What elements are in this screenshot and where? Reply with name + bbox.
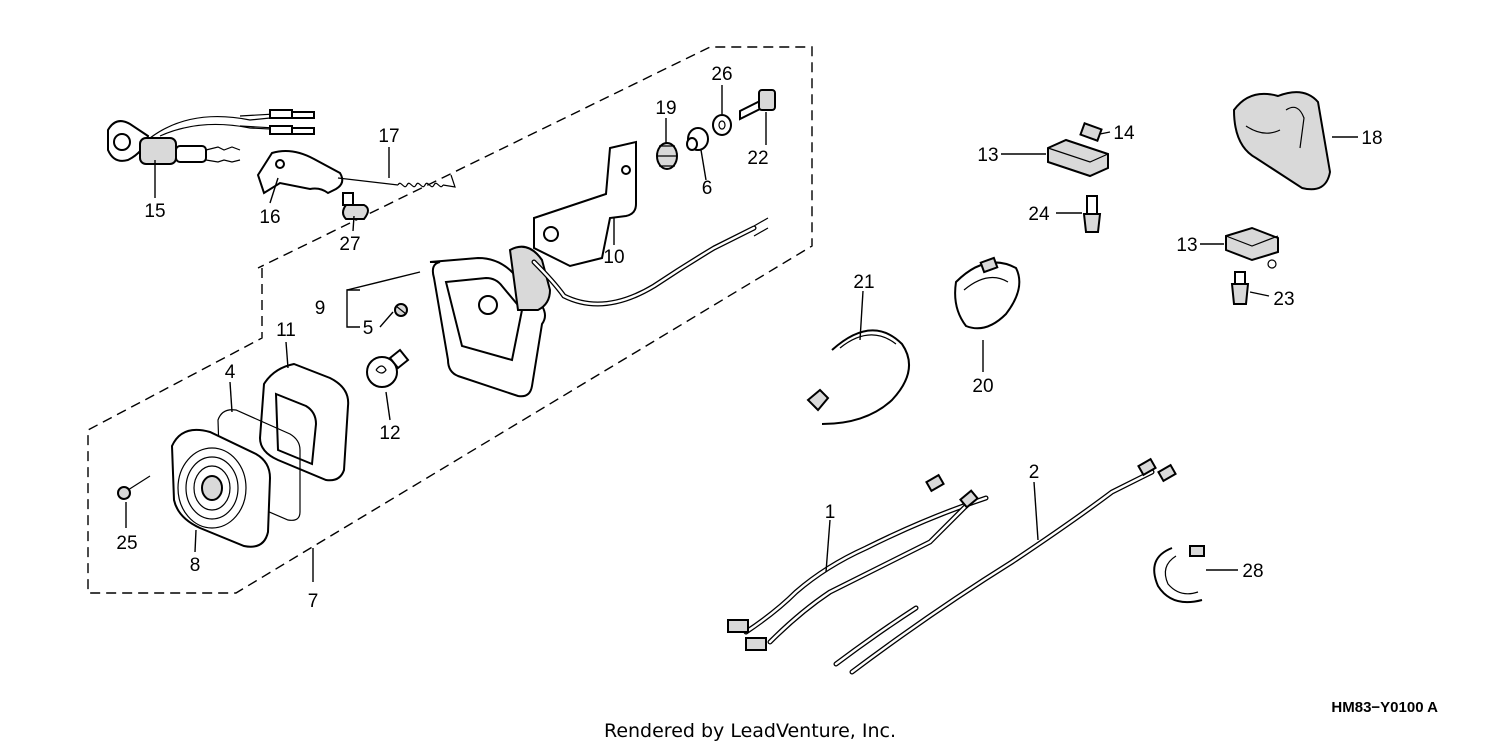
label-10: 10 xyxy=(603,247,624,268)
label-26: 26 xyxy=(711,64,732,85)
label-21: 21 xyxy=(853,272,874,293)
part-8-lens xyxy=(170,428,272,548)
label-13-upper: 13 xyxy=(977,145,998,166)
leader-lines xyxy=(125,85,1358,582)
part-20-band xyxy=(954,256,1021,330)
part-17-spring xyxy=(337,174,456,188)
label-15: 15 xyxy=(144,201,165,222)
part-19-grommet xyxy=(656,142,678,170)
label-6: 6 xyxy=(702,178,713,199)
label-4: 4 xyxy=(225,362,236,383)
label-23: 23 xyxy=(1273,289,1294,310)
footer-credit: Rendered by LeadVenture, Inc. xyxy=(604,720,896,742)
part-10-stay xyxy=(533,140,637,268)
part-13-relay-upper xyxy=(1047,138,1109,178)
part-16-switch-bracket xyxy=(256,150,344,195)
label-27: 27 xyxy=(339,234,360,255)
part-14-clip xyxy=(1079,122,1103,142)
drawing-code: HM83−Y0100 A xyxy=(1331,699,1438,716)
label-28: 28 xyxy=(1242,561,1263,582)
label-8: 8 xyxy=(190,555,201,576)
part-22-bolt xyxy=(739,89,776,121)
part-24-bolt xyxy=(1082,195,1102,233)
label-16: 16 xyxy=(259,207,280,228)
part-2-harness xyxy=(833,457,1177,675)
label-24: 24 xyxy=(1028,204,1050,225)
part-15-ignition-switch xyxy=(107,109,315,165)
part-21-band xyxy=(806,329,910,425)
label-2: 2 xyxy=(1029,462,1040,483)
label-14: 14 xyxy=(1113,123,1135,144)
label-7: 7 xyxy=(308,591,319,612)
part-9-lamp-housing xyxy=(429,217,769,398)
part-28-band xyxy=(1153,545,1205,604)
label-17: 17 xyxy=(378,126,399,147)
part-18-cover xyxy=(1232,91,1332,191)
part-1-harness xyxy=(727,473,989,651)
part-13-relay-lower xyxy=(1225,226,1279,269)
label-12: 12 xyxy=(379,423,400,444)
part-11-seal xyxy=(258,362,350,482)
part-23-bolt xyxy=(1230,271,1250,305)
label-19: 19 xyxy=(655,98,676,119)
label-1: 1 xyxy=(825,502,836,523)
label-9: 9 xyxy=(315,298,326,319)
label-22: 22 xyxy=(747,148,768,169)
label-25: 25 xyxy=(116,533,137,554)
part-25-screw xyxy=(117,475,151,500)
callout-labels: 1 2 4 5 6 7 8 9 10 11 12 13 13 14 15 16 … xyxy=(116,64,1382,612)
part-12-bulb xyxy=(366,348,410,388)
part-6-collar xyxy=(686,127,709,151)
part-26-washer xyxy=(712,114,732,136)
part-5-screw xyxy=(394,303,408,317)
assembly-boundary xyxy=(87,46,813,594)
label-11: 11 xyxy=(276,320,296,341)
label-20: 20 xyxy=(972,376,993,397)
label-18: 18 xyxy=(1361,128,1382,149)
part-27-bolt xyxy=(342,192,369,220)
label-5: 5 xyxy=(363,318,374,339)
label-13-lower: 13 xyxy=(1176,235,1197,256)
